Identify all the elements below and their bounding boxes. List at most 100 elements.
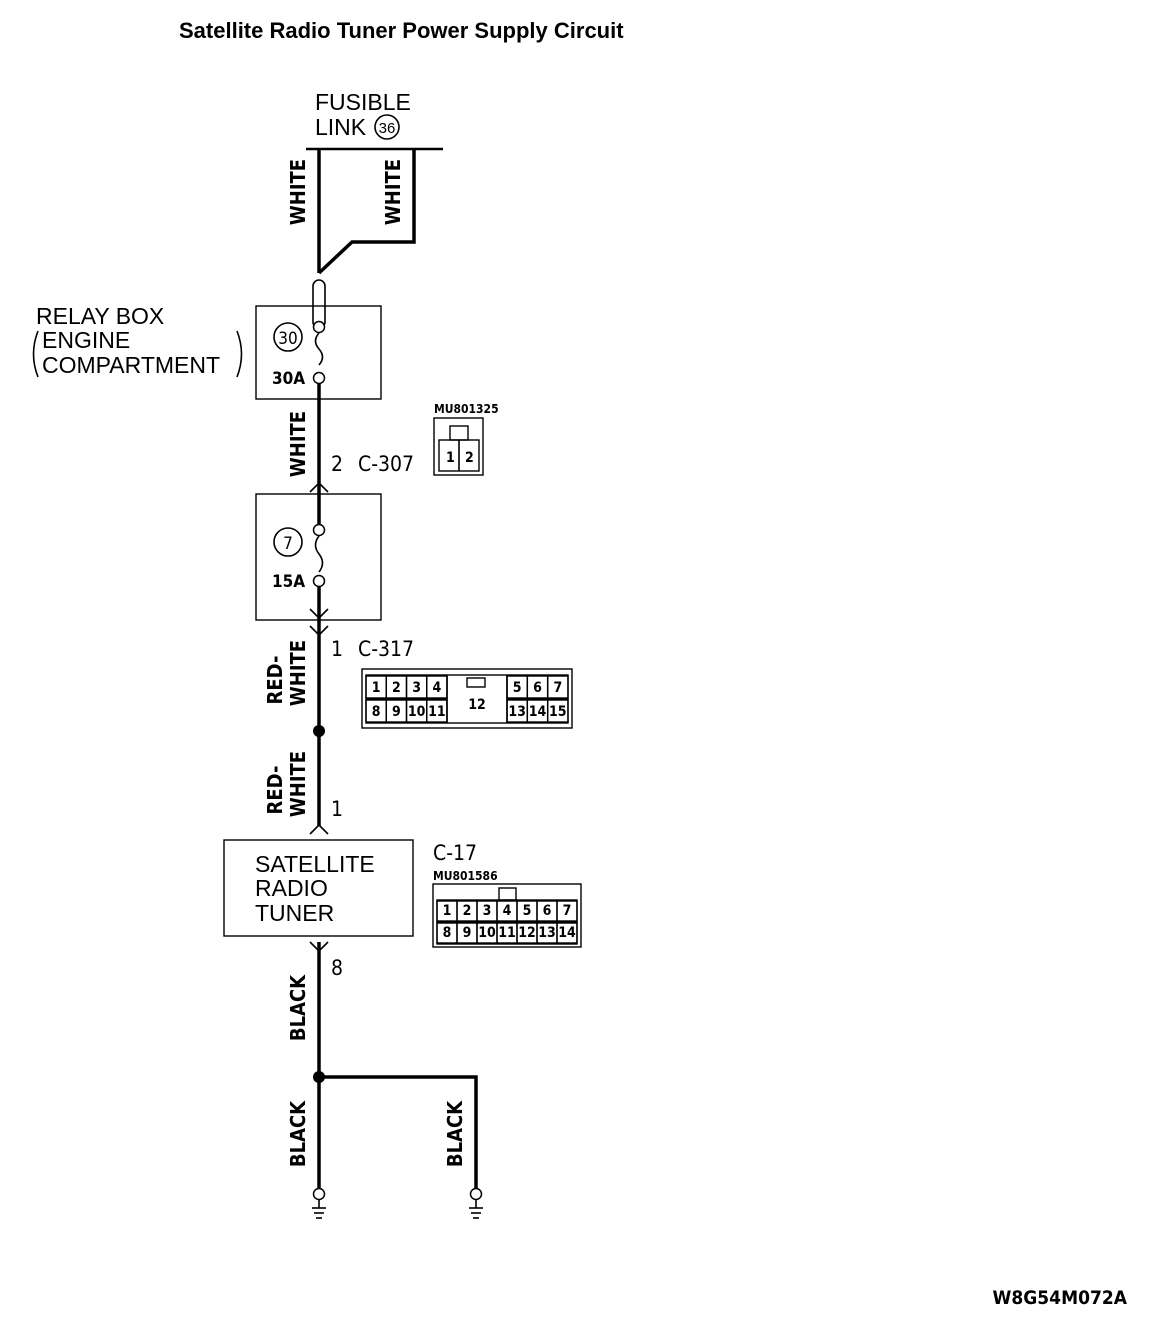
c17-face bbox=[432, 883, 582, 948]
c17-pin-2: 2 bbox=[463, 903, 472, 919]
c17-pin-1: 1 bbox=[443, 903, 452, 919]
c17-pin-9: 9 bbox=[463, 925, 472, 941]
c307-face bbox=[433, 417, 484, 476]
c17-pin-7: 7 bbox=[563, 903, 572, 919]
fusible-link: FUSIBLE LINK 36 bbox=[306, 89, 443, 151]
ground-symbol-left bbox=[312, 1187, 326, 1219]
wire-label-white-main: WHITE bbox=[286, 159, 310, 225]
figure-code: W8G54M072A bbox=[993, 1287, 1128, 1309]
tuner-outline bbox=[223, 839, 414, 937]
fuse-30-number-circle bbox=[273, 322, 303, 352]
red-white-wires: RED- WHITE RED- WHITE 1 bbox=[263, 632, 343, 835]
fuse-7-element bbox=[314, 535, 324, 573]
c317-pin-13: 13 bbox=[508, 704, 526, 720]
fuse-block: 7 15A bbox=[255, 484, 382, 632]
c317-pin-10: 10 bbox=[408, 704, 426, 720]
ground-wires: 8 BLACK BLACK BLACK bbox=[286, 941, 483, 1219]
c317-pin-7: 7 bbox=[553, 680, 562, 696]
c307-arrow bbox=[309, 481, 329, 493]
fuse-30-element bbox=[314, 332, 324, 366]
c17-pin-3: 3 bbox=[483, 903, 492, 919]
connector-c307: 2 C-307 MU801325 1 2 bbox=[309, 402, 499, 493]
relay-box-label-line3: COMPARTMENT bbox=[42, 352, 220, 378]
relay-box-paren-left bbox=[32, 330, 39, 378]
wire-label-black-3: BLACK bbox=[443, 1100, 467, 1167]
c317-pin-11-cell bbox=[426, 699, 448, 723]
c17-part-number: MU801586 bbox=[433, 869, 498, 883]
tuner-label-line1: SATELLITE bbox=[255, 851, 375, 877]
wire-label-red-white-2b: WHITE bbox=[286, 751, 310, 817]
tuner-label-line3: TUNER bbox=[255, 900, 334, 926]
c17-pin-4: 4 bbox=[503, 903, 512, 919]
fusible-link-number-circle bbox=[374, 114, 400, 140]
c17-pin-14: 14 bbox=[558, 925, 576, 941]
c317-pin-12: 12 bbox=[468, 697, 486, 713]
tuner-input-arrow bbox=[309, 823, 329, 835]
c317-pin-4-cell bbox=[426, 675, 448, 699]
wire-label-red-white-1b: WHITE bbox=[286, 640, 310, 706]
c317-pin: 1 bbox=[331, 637, 343, 661]
wire-label-white-lower: WHITE bbox=[286, 411, 310, 477]
upper-wires: WHITE WHITE bbox=[286, 149, 416, 275]
splice-point-upper bbox=[313, 725, 325, 737]
c17-pin-14-cell bbox=[556, 922, 578, 944]
wire-label-black-2: BLACK bbox=[286, 1100, 310, 1167]
wire-label-black-1: BLACK bbox=[286, 974, 310, 1041]
c317-pin-9: 9 bbox=[392, 704, 401, 720]
fuse-7-rating: 15A bbox=[272, 572, 305, 592]
splice-point-lower bbox=[313, 1071, 325, 1083]
tuner-label-line2: RADIO bbox=[255, 875, 328, 901]
c17-pin-11: 11 bbox=[498, 925, 516, 941]
c317-pin-14: 14 bbox=[529, 704, 547, 720]
c17-pin-8: 8 bbox=[443, 925, 452, 941]
fusible-link-label-line1: FUSIBLE bbox=[315, 89, 411, 115]
c307-pin-2: 2 bbox=[465, 450, 474, 466]
c317-pin-15-cell bbox=[546, 699, 569, 723]
tuner-input-pin: 1 bbox=[331, 797, 343, 821]
satellite-radio-tuner: SATELLITE RADIO TUNER bbox=[223, 839, 414, 937]
wire-label-white-branch: WHITE bbox=[381, 159, 405, 225]
c317-pin-3: 3 bbox=[412, 680, 421, 696]
c317-pin-7-cell bbox=[546, 675, 569, 699]
c317-pin-2: 2 bbox=[392, 680, 401, 696]
ground-symbol-right bbox=[469, 1187, 483, 1219]
diagram-title: Satellite Radio Tuner Power Supply Circu… bbox=[179, 18, 624, 43]
c317-pin-4: 4 bbox=[432, 680, 441, 696]
relay-box-paren-right bbox=[236, 330, 243, 378]
wire-label-red-white-1a: RED- bbox=[263, 656, 287, 705]
c317-name: C-317 bbox=[358, 637, 414, 661]
c17-pin-7-cell bbox=[556, 900, 578, 922]
c317-pin-8: 8 bbox=[372, 704, 381, 720]
fuse-30-rating: 30A bbox=[272, 369, 305, 389]
tuner-ground-pin: 8 bbox=[331, 956, 343, 980]
c317-pin-15: 15 bbox=[549, 704, 567, 720]
c307-name: C-307 bbox=[358, 452, 414, 476]
c17-pin-6: 6 bbox=[543, 903, 552, 919]
c307-pin: 2 bbox=[331, 452, 343, 476]
fuse-30-number: 30 bbox=[278, 329, 297, 349]
relay-box-label-line2: ENGINE bbox=[42, 327, 130, 353]
fusible-link-label-line2: LINK bbox=[315, 114, 367, 140]
white-wire-lower: WHITE bbox=[286, 399, 321, 484]
c17-name: C-17 bbox=[433, 841, 477, 865]
c17-pin-5: 5 bbox=[523, 903, 532, 919]
c317-pin-1: 1 bbox=[372, 680, 381, 696]
c17-pin-10: 10 bbox=[478, 925, 496, 941]
c307-part-number: MU801325 bbox=[434, 402, 499, 416]
c317-pin-6: 6 bbox=[533, 680, 542, 696]
c317-pin-11: 11 bbox=[428, 704, 446, 720]
c317-pin-5: 5 bbox=[513, 680, 522, 696]
fuse-7-number: 7 bbox=[283, 534, 293, 554]
c17-pin-12: 12 bbox=[518, 925, 536, 941]
relay-box: 30 30A RELAY BOX ENGINE COMPARTMENT bbox=[32, 279, 382, 400]
wire-label-red-white-2a: RED- bbox=[263, 766, 287, 815]
fusible-link-number: 36 bbox=[379, 120, 396, 137]
c307-pin-1: 1 bbox=[446, 450, 455, 466]
c17-pin-13: 13 bbox=[538, 925, 556, 941]
fuse-7-number-circle bbox=[273, 527, 303, 557]
relay-box-label-line1: RELAY BOX bbox=[36, 303, 164, 329]
c317-face bbox=[361, 668, 573, 729]
